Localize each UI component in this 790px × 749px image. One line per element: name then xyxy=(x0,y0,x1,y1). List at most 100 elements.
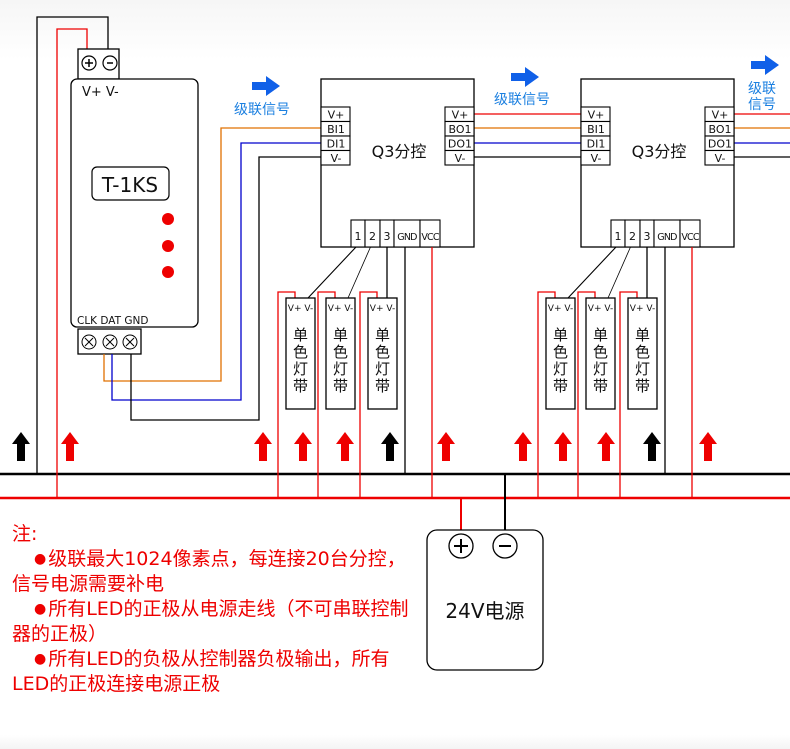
output-pin-label: V- xyxy=(455,152,466,165)
strip-positive-wire xyxy=(277,291,296,498)
clk-terminal-icon xyxy=(81,334,97,350)
dat-wire xyxy=(111,142,321,401)
input-pin-label: BI1 xyxy=(327,123,345,136)
notes-panel: 注: 级联最大1024像素点，每连接20台分控，信号电源需要补电 所有LED的正… xyxy=(12,522,422,697)
output-terminal-label: 2 xyxy=(369,230,376,243)
cascade-label-line1: 级联 xyxy=(748,81,776,97)
led-strip-label: 带 xyxy=(375,377,390,395)
led-strip-pins: V+ V- xyxy=(288,304,313,314)
input-pin-label: V+ xyxy=(328,109,345,122)
strip-negative-wire xyxy=(567,246,617,299)
output-terminal-label: 3 xyxy=(384,230,391,243)
led-strip-label: 单 xyxy=(293,326,308,344)
red-arrow-up-icon xyxy=(61,432,79,461)
output-pin-label: DO1 xyxy=(708,138,732,151)
led-strip-label: 单 xyxy=(375,326,390,344)
input-pin-label: V+ xyxy=(588,109,605,122)
output-pin xyxy=(704,149,735,166)
strip-positive-wire xyxy=(317,291,336,498)
power-terminal-block xyxy=(77,48,120,80)
output-terminal-label: 1 xyxy=(355,230,362,243)
led-strip-label: 色 xyxy=(333,343,348,361)
output-pin-label: BO1 xyxy=(708,123,731,136)
master-positive-wire xyxy=(56,28,88,498)
led-strip-label: 色 xyxy=(375,343,390,361)
input-pin-label: DI1 xyxy=(327,138,346,151)
led-strip-body xyxy=(585,297,616,410)
led-strip-label: 带 xyxy=(553,377,568,395)
clk-wire xyxy=(103,127,321,382)
controller-body xyxy=(70,78,199,328)
strip-negative-wire xyxy=(347,246,371,299)
output-pin xyxy=(444,149,475,166)
output-terminal xyxy=(419,219,441,248)
input-pin-label: BI1 xyxy=(587,123,605,136)
arrow-right-icon xyxy=(511,67,539,87)
led-strip-body xyxy=(285,297,316,410)
led-strip-label: 单 xyxy=(593,326,608,344)
led-strip-label: 带 xyxy=(333,377,348,395)
gnd-signal-wire xyxy=(130,156,321,421)
signal-pin-label: CLK DAT GND xyxy=(77,315,149,327)
input-pin-label: V- xyxy=(591,152,602,165)
power-supply: 24V电源 xyxy=(426,529,544,671)
output-pin-label: V- xyxy=(715,152,726,165)
led-strip-label: 色 xyxy=(593,343,608,361)
led-strip-body xyxy=(367,297,398,410)
led-strip-label: 带 xyxy=(635,377,650,395)
output-terminal-label: 1 xyxy=(615,230,622,243)
led-strip-label: 带 xyxy=(293,377,308,395)
led-strip-pins: V+ V- xyxy=(370,304,395,314)
output-terminal xyxy=(679,219,701,248)
master-controller: V+ V- T-1KS CLK DAT GND xyxy=(70,48,199,355)
output-terminal-label: 2 xyxy=(629,230,636,243)
black-arrow-up-icon xyxy=(12,432,30,461)
red-arrow-up-icon xyxy=(437,432,455,461)
cascade-label: 级联信号 xyxy=(494,92,550,108)
minus-terminal-icon xyxy=(492,533,518,559)
dat-terminal-icon xyxy=(102,334,118,350)
red-arrow-up-icon xyxy=(514,432,532,461)
cascade-label: 级联信号 xyxy=(234,102,290,118)
indicator-led xyxy=(162,240,174,252)
gnd-terminal-icon xyxy=(122,334,138,350)
led-strip-label: 单 xyxy=(553,326,568,344)
led-strip-body xyxy=(627,297,658,410)
model-badge xyxy=(91,166,170,201)
master-ground-wire xyxy=(36,16,109,474)
strip-negative-wire xyxy=(607,246,631,299)
minus-terminal-icon xyxy=(102,55,118,71)
led-strip-body xyxy=(325,297,356,410)
arrow-right-icon xyxy=(751,55,779,75)
red-arrow-up-icon xyxy=(254,432,272,461)
led-strip-label: 灯 xyxy=(553,360,568,378)
power-supply-body xyxy=(426,529,544,671)
output-terminal-label: GND xyxy=(657,232,677,243)
sub-controller-name: Q3分控 xyxy=(372,142,427,161)
led-strip-body xyxy=(545,297,576,410)
red-arrow-up-icon xyxy=(699,432,717,461)
led-strip-pins: V+ V- xyxy=(630,304,655,314)
led-strip-label: 单 xyxy=(333,326,348,344)
led-strip-pins: V+ V- xyxy=(548,304,573,314)
input-pin xyxy=(580,149,611,166)
strip-positive-wire xyxy=(577,291,596,498)
led-strip-label: 单 xyxy=(635,326,650,344)
black-arrow-up-icon xyxy=(643,432,661,461)
plus-terminal-icon xyxy=(81,55,97,71)
led-strip-pins: V+ V- xyxy=(588,304,613,314)
strip-positive-wire xyxy=(619,291,638,498)
indicator-led xyxy=(162,266,174,278)
cascade-label-line2: 信号 xyxy=(748,97,776,113)
arrow-right-icon xyxy=(252,76,280,96)
plus-terminal-icon xyxy=(448,533,474,559)
